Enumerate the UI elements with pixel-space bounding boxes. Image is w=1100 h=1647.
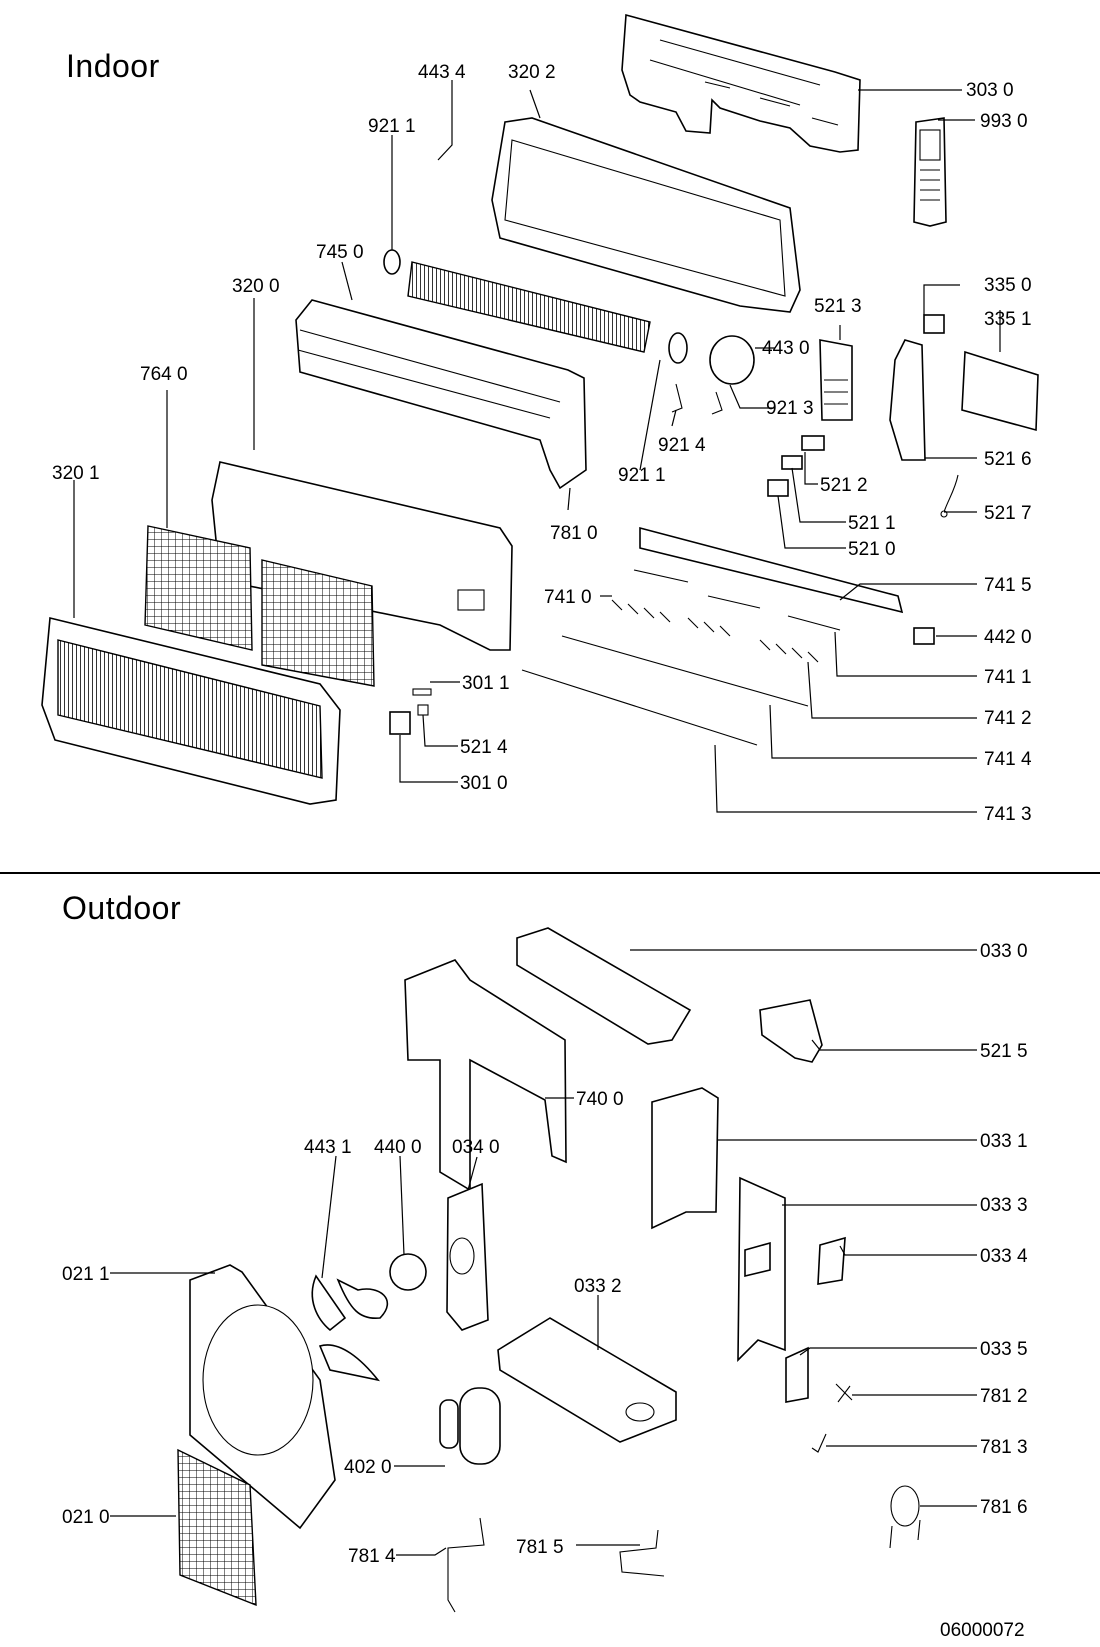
discharge-pipe-part	[447, 1517, 485, 1613]
mounting-plate-part	[621, 13, 861, 153]
valve-small-part	[811, 1433, 827, 1453]
label-745-0: 745 0	[316, 242, 364, 263]
label-781-2: 781 2	[980, 1386, 1028, 1407]
label-021-0: 021 0	[62, 1507, 110, 1528]
label-921-3: 921 3	[766, 398, 814, 419]
motor-bearing-part	[668, 332, 688, 364]
fan-bearing-top-part	[383, 249, 401, 275]
service-valve-part	[835, 1383, 853, 1403]
label-521-3: 521 3	[814, 296, 862, 317]
rear-grille-part	[177, 1448, 257, 1607]
label-442-0: 442 0	[984, 627, 1032, 648]
label-033-4: 033 4	[980, 1246, 1028, 1267]
label-301-1: 301 1	[462, 673, 510, 694]
front-grille-frame-part	[189, 1264, 336, 1530]
label-443-4: 443 4	[418, 62, 466, 83]
label-320-1: 320 1	[52, 463, 100, 484]
label-921-1-top: 921 1	[368, 116, 416, 137]
label-033-1: 033 1	[980, 1131, 1028, 1152]
label-443-0: 443 0	[762, 338, 810, 359]
label-320-0: 320 0	[232, 276, 280, 297]
front-panel-part	[41, 617, 341, 805]
label-301-0: 301 0	[460, 773, 508, 794]
label-440-0: 440 0	[374, 1137, 422, 1158]
capillary-sensor-part	[889, 1485, 921, 1549]
label-521-0: 521 0	[848, 539, 896, 560]
drawing-number: 06000072	[940, 1620, 1025, 1641]
label-335-1: 335 1	[984, 309, 1032, 330]
label-741-2: 741 2	[984, 708, 1032, 729]
label-521-1: 521 1	[848, 513, 896, 534]
label-741-5: 741 5	[984, 575, 1032, 596]
label-741-1: 741 1	[984, 667, 1032, 688]
outdoor-fan-motor-part	[389, 1253, 427, 1291]
label-740-0: 740 0	[576, 1089, 624, 1110]
chassis-part	[211, 461, 513, 651]
label-764-0: 764 0	[140, 364, 188, 385]
label-034-0: 034 0	[452, 1137, 500, 1158]
label-921-1-mid: 921 1	[618, 465, 666, 486]
label-443-1: 443 1	[304, 1137, 352, 1158]
label-521-6: 521 6	[984, 449, 1032, 470]
label-921-4: 921 4	[658, 435, 706, 456]
part-number-labels: 303 0 993 0 443 4 320 2 921 1 745 0 320 …	[52, 62, 1032, 1641]
condenser-part	[404, 959, 567, 1192]
right-side-panel-part	[651, 1087, 719, 1230]
connectors-part	[767, 435, 825, 497]
motor-holder-part	[671, 383, 723, 415]
side-plate-part	[737, 1176, 786, 1362]
label-335-0: 335 0	[984, 275, 1032, 296]
display-board-part	[389, 688, 432, 735]
outdoor-section-title: Outdoor	[62, 890, 182, 926]
louver-assembly-part	[521, 526, 904, 746]
label-320-2: 320 2	[508, 62, 556, 83]
label-033-3: 033 3	[980, 1195, 1028, 1216]
label-402-0: 402 0	[344, 1457, 392, 1478]
fan-blade-part	[311, 1274, 388, 1382]
step-motor-part	[913, 627, 935, 645]
sensor-wire-part	[940, 474, 959, 518]
electrical-box-part	[759, 999, 823, 1063]
air-filters-part	[144, 525, 375, 687]
compressor-part	[439, 1387, 501, 1465]
label-781-6: 781 6	[980, 1497, 1028, 1518]
label-033-2: 033 2	[574, 1276, 622, 1297]
label-521-2: 521 2	[820, 475, 868, 496]
control-box-part	[889, 314, 1039, 461]
top-cover-part	[516, 927, 692, 1045]
label-521-7: 521 7	[984, 503, 1032, 524]
terminal-cover-part	[817, 1236, 846, 1285]
cross-flow-fan-part	[407, 261, 651, 353]
suction-pipe-part	[619, 1529, 665, 1577]
indoor-section-title: Indoor	[66, 48, 160, 84]
label-033-0: 033 0	[980, 941, 1028, 962]
label-033-5: 033 5	[980, 1339, 1028, 1360]
remote-control-part	[913, 117, 947, 227]
leader-lines	[73, 80, 1001, 1556]
label-781-0: 781 0	[550, 523, 598, 544]
front-frame-part	[491, 117, 801, 313]
label-781-4: 781 4	[348, 1546, 396, 1567]
label-741-3: 741 3	[984, 804, 1032, 825]
label-993-0: 993 0	[980, 111, 1028, 132]
pcb-module-part	[819, 339, 853, 421]
label-781-5: 781 5	[516, 1537, 564, 1558]
base-pan-part	[497, 1317, 677, 1443]
label-521-4: 521 4	[460, 737, 508, 758]
fan-motor-part	[709, 335, 755, 385]
label-741-0: 741 0	[544, 587, 592, 608]
label-521-5: 521 5	[980, 1041, 1028, 1062]
motor-bracket-part	[446, 1182, 489, 1331]
evaporator-part	[295, 299, 587, 490]
label-021-1: 021 1	[62, 1264, 110, 1285]
label-303-0: 303 0	[966, 80, 1014, 101]
section-divider	[0, 872, 1100, 874]
reactor-part	[785, 1346, 809, 1403]
label-781-3: 781 3	[980, 1437, 1028, 1458]
label-741-4: 741 4	[984, 749, 1032, 770]
